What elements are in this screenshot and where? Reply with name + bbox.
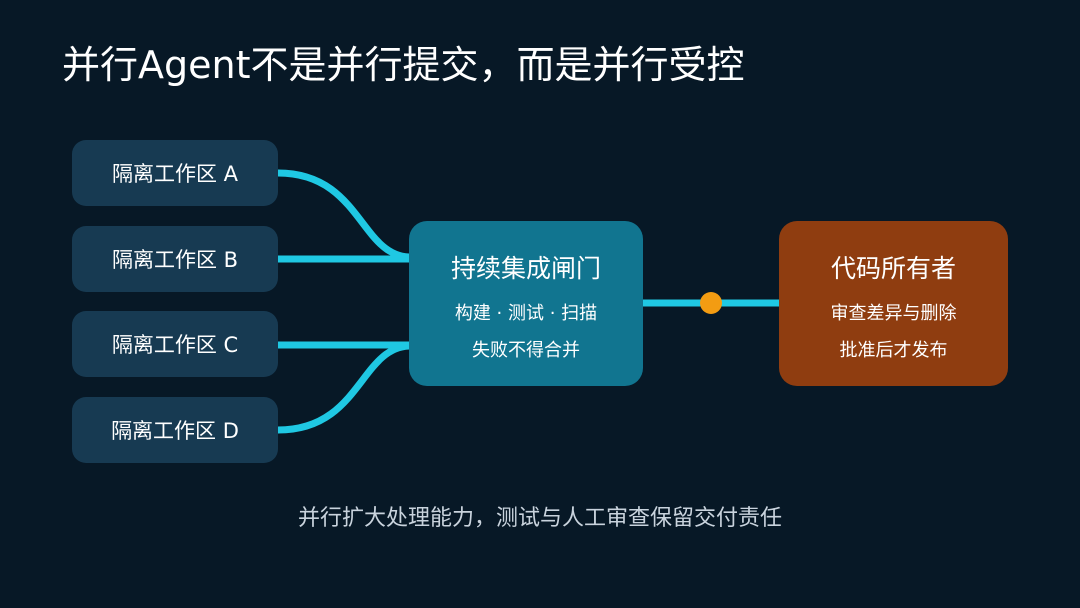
- code-owner-approval: 批准后才发布: [839, 340, 948, 361]
- connector-a: [274, 169, 413, 261]
- code-owner-review: 审查差异与删除: [830, 303, 957, 324]
- workspace-c-label: 隔离工作区 C: [111, 333, 239, 357]
- workspace-b-label: 隔离工作区 B: [111, 248, 239, 272]
- workspace-c: 隔离工作区 C: [72, 311, 278, 377]
- junction-dot: [700, 292, 722, 314]
- code-owner-node: 代码所有者 审查差异与删除 批准后才发布: [779, 221, 1008, 386]
- slide-caption: 并行扩大处理能力，测试与人工审查保留交付责任: [297, 506, 782, 531]
- ci-gate-steps: 构建 · 测试 · 扫描: [454, 303, 598, 324]
- workspace-d-label: 隔离工作区 D: [111, 419, 239, 443]
- ci-gate-title: 持续集成闸门: [450, 254, 601, 283]
- workspace-b: 隔离工作区 B: [72, 226, 278, 292]
- workspace-d: 隔离工作区 D: [72, 397, 278, 463]
- ci-gate-rule: 失败不得合并: [472, 340, 580, 361]
- slide-title: 并行Agent不是并行提交，而是并行受控: [62, 43, 745, 87]
- workspace-a-label: 隔离工作区 A: [111, 162, 239, 186]
- workspace-a: 隔离工作区 A: [72, 140, 278, 206]
- code-owner-title: 代码所有者: [830, 254, 956, 283]
- connector-d: [274, 342, 413, 434]
- ci-gate-node: 持续集成闸门 构建 · 测试 · 扫描 失败不得合并: [409, 221, 643, 386]
